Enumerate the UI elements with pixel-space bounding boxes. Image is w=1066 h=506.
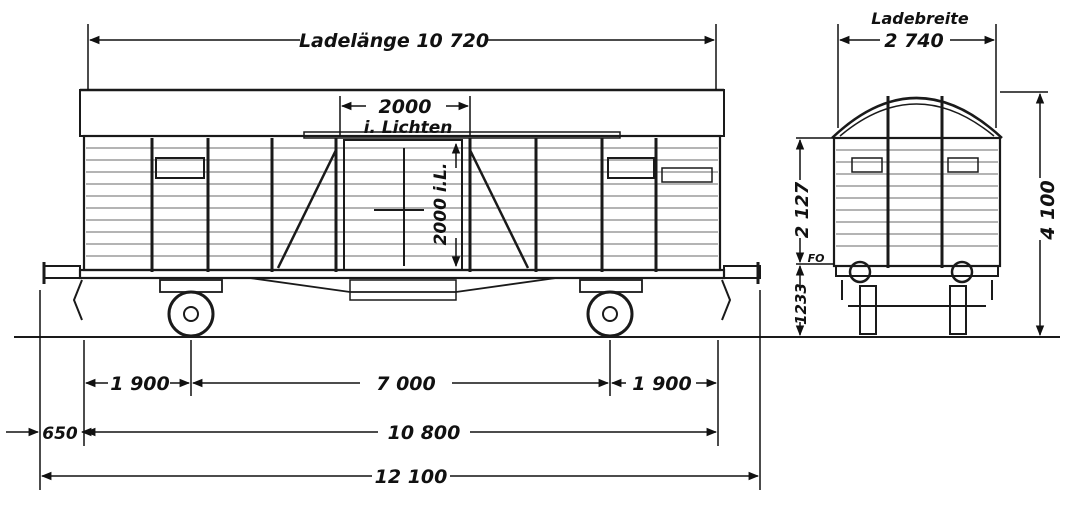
end-buffer-right	[950, 260, 974, 284]
buffer-left	[43, 265, 81, 279]
buffer-length-label: 650	[42, 424, 78, 444]
end-view-wagon	[831, 96, 1003, 335]
vent-window-left	[155, 157, 205, 179]
side-underframe	[78, 268, 726, 280]
end-buffer-left	[848, 260, 872, 284]
side-dimension-lines	[6, 24, 761, 490]
side-posts	[150, 138, 658, 272]
side-planking	[86, 147, 718, 257]
side-height-label: 2 127	[792, 181, 813, 238]
floor-label: FO	[808, 252, 825, 265]
wheel-right	[586, 290, 634, 338]
side-body	[82, 134, 722, 272]
length-over-buffers-label: 12 100	[375, 466, 448, 488]
overhang-left-label: 1 900	[110, 373, 170, 395]
door-height-label: 2000 i.L.	[431, 163, 451, 246]
loading-width-label: 2 740	[884, 30, 944, 52]
door-width-note: i. Lichten	[364, 118, 453, 138]
loading-length-label: Ladelänge 10 720	[299, 30, 489, 52]
wheel-left	[167, 290, 215, 338]
end-dimension-lines	[795, 24, 1048, 337]
door-width-label: 2000	[379, 96, 432, 118]
length-over-body-label: 10 800	[388, 422, 461, 444]
end-roof	[831, 96, 1003, 139]
wheelbase-label: 7 000	[376, 373, 436, 395]
end-body	[832, 136, 1002, 268]
loading-width-caption: Ladebreite	[871, 9, 969, 28]
total-height-label: 4 100	[1037, 180, 1059, 241]
vent-window-right	[607, 157, 655, 179]
buffer-right	[723, 265, 761, 279]
floor-height-label: 1233	[792, 283, 810, 325]
side-view-wagon	[42, 88, 761, 338]
overhang-right-label: 1 900	[632, 373, 692, 395]
